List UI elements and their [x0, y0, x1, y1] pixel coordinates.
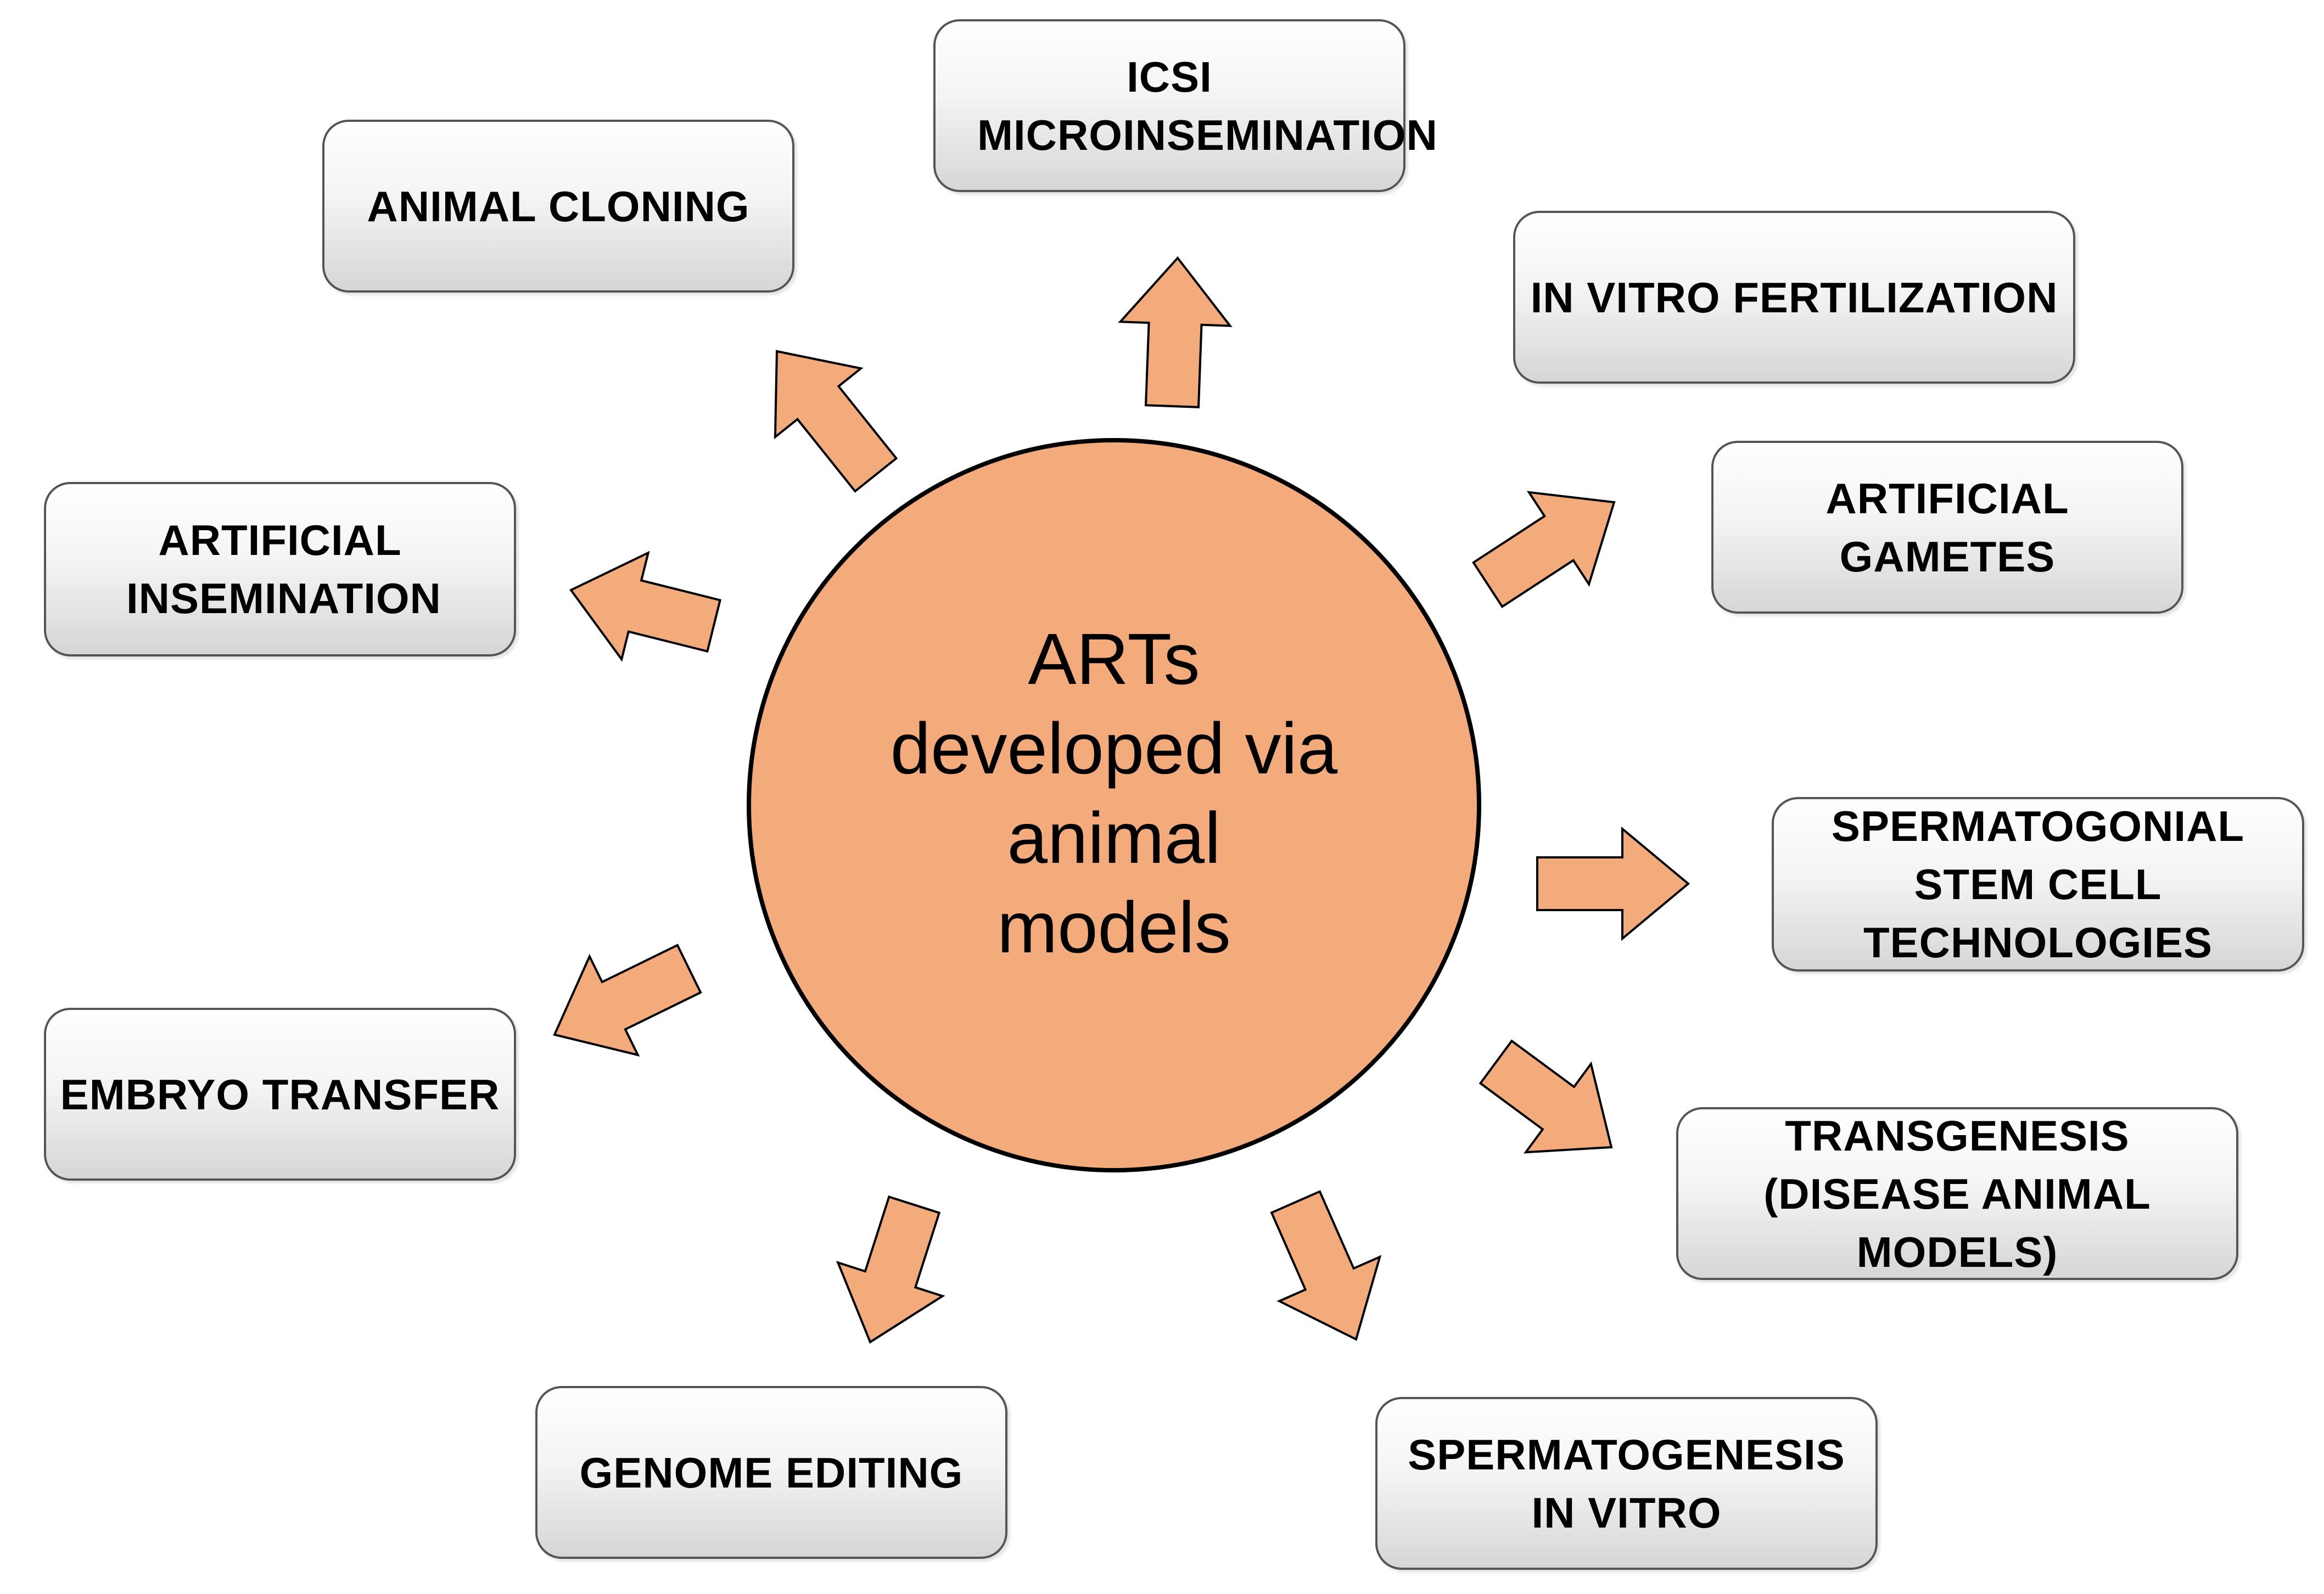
center-circle: ARTs developed via animal models [747, 438, 1481, 1172]
node-in-vitro-fertilization: IN VITRO FERTILIZATION [1513, 211, 2075, 384]
arrow-to-artificial-insemination [569, 551, 722, 662]
node-label-artificial-insemination: ARTIFICIAL INSEMINATION [126, 516, 441, 622]
arrow-to-transgenesis [1479, 1039, 1613, 1154]
node-label-embryo-transfer: EMBRYO TRANSFER [60, 1070, 500, 1119]
node-label-transgenesis: TRANSGENESIS (DISEASE ANIMAL MODELS) [1763, 1111, 2151, 1276]
node-label-icsi: ICSI MICROINSEMINATION [977, 52, 1438, 159]
arrow-to-in-vitro-fertilization [1472, 491, 1616, 608]
arrow-to-spermatogonial [1536, 826, 1690, 941]
node-label-genome-editing: GENOME EDITING [579, 1448, 964, 1497]
node-label-spermatogenesis: SPERMATOGENESIS IN VITRO [1408, 1430, 1845, 1537]
node-spermatogenesis-in-vitro: SPERMATOGENESIS IN VITRO [1375, 1397, 1878, 1570]
node-label-animal-cloning: ANIMAL CLONING [367, 182, 750, 231]
node-artificial-gametes: ARTIFICIAL GAMETES [1711, 441, 2183, 614]
arrow-to-spermatogenesis [1270, 1190, 1382, 1341]
node-genome-editing: GENOME EDITING [535, 1386, 1007, 1559]
arrow-to-embryo-transfer [553, 944, 702, 1057]
node-icsi-microinsemination: ICSI MICROINSEMINATION [933, 19, 1438, 192]
arrow-to-icsi [1118, 256, 1233, 408]
node-label-spermatogonial: SPERMATOGONIAL STEM CELL TECHNOLOGIES [1831, 802, 2245, 967]
arrow-to-animal-cloning [774, 350, 898, 493]
center-label: ARTs developed via animal models [890, 618, 1338, 968]
node-animal-cloning: ANIMAL CLONING [322, 120, 794, 293]
node-label-in-vitro-fertilization: IN VITRO FERTILIZATION [1530, 273, 2058, 322]
node-artificial-insemination: ARTIFICIAL INSEMINATION [44, 482, 516, 656]
arrow-to-genome-editing [836, 1195, 945, 1344]
node-spermatogonial-stem-cell: SPERMATOGONIAL STEM CELL TECHNOLOGIES [1772, 797, 2304, 972]
node-label-artificial-gametes: ARTIFICIAL GAMETES [1825, 474, 2069, 581]
node-embryo-transfer: EMBRYO TRANSFER [44, 1008, 516, 1181]
node-transgenesis: TRANSGENESIS (DISEASE ANIMAL MODELS) [1676, 1107, 2238, 1280]
